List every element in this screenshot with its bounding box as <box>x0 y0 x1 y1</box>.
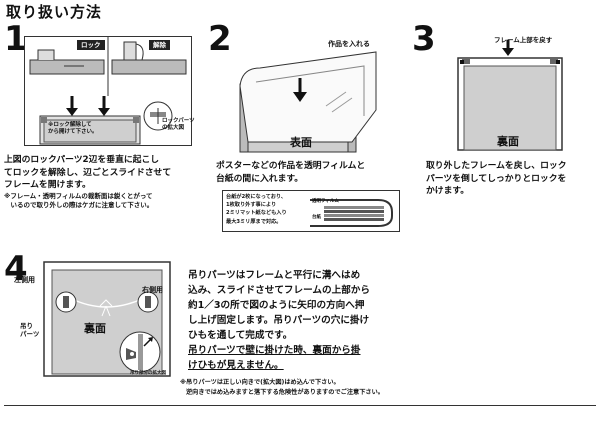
step-1-text: 上図のロックパーツ2辺を垂直に起こし てロックを解除し、辺ごとスライドさせて フ… <box>4 155 172 190</box>
step-3-label-return: フレーム上部を戻す <box>494 36 553 44</box>
bottom-divider <box>4 405 596 406</box>
step-4-text-line-6: 吊りパーツで壁に掛けた時、裏面から掛 <box>188 345 361 356</box>
step-3-illustration <box>457 40 563 151</box>
step-4-note: ※吊りパーツは正しい向きで(拡大図)はめ込んで下さい。 逆向きではめ込みますと落… <box>180 378 424 398</box>
step-3-text: 取り外したフレームを戻し、ロック パーツを倒してしっかりとロックを かけます。 <box>426 161 567 196</box>
step-4-text-line-1: 吊りパーツはフレームと平行に溝へはめ <box>188 270 361 281</box>
step-4-number: 4 <box>4 249 28 289</box>
step-4-label-right: 右側用 <box>142 286 163 294</box>
step-1-illustration <box>24 36 192 146</box>
step-4-label-hang: 吊り パーツ <box>20 322 40 338</box>
step-1-note: ※フレーム・透明フィルムの裁断面は鋭くとがって いるので取り外しの際はケガに注意… <box>4 192 154 209</box>
step-4-text-line-2: 込み、スライドさせてフレームの上部から <box>188 285 370 296</box>
step-2-illustration <box>239 51 377 153</box>
step-2-text: ポスターなどの作品を透明フィルムと 台紙の間に入れます。 <box>216 161 366 184</box>
step-4-text-line-3: 約1／3の所で図のように矢印の方向へ押 <box>188 300 365 311</box>
step-4-note-line-2: 逆向きではめ込みますと落下する危険性がありますのでご注意下さい。 <box>186 389 384 396</box>
step-4-note-line-1: ※吊りパーツは正しい向きで(拡大図)はめ込んで下さい。 <box>180 379 340 386</box>
page-title: 取り扱い方法 <box>6 3 103 21</box>
step-4-text-line-7: けひもが見えません。 <box>188 360 284 371</box>
step-2-label-front: 表面 <box>290 136 312 149</box>
step-3-label-back: 裏面 <box>497 135 519 148</box>
step-4-label-left: 左側用 <box>14 276 35 284</box>
step-4-label-back: 裏面 <box>84 322 106 335</box>
step-1-tag-release: 解除 <box>149 40 170 50</box>
step-1-number: 1 <box>4 19 28 59</box>
step-4-illustration <box>43 261 171 377</box>
step-2-callout-text: 台紙が2枚になっており、 1枚取り外す事により 2ミリマット紙なども入り 最大3… <box>226 194 287 225</box>
step-1-callout-lock-part: ロックパーツの拡大図 <box>162 118 195 131</box>
step-2-label-insert: 作品を入れる <box>328 40 370 48</box>
step-1-inset-text: ※ロック解除して から開けて下さい。 <box>48 122 98 135</box>
step-4-text: 吊りパーツはフレームと平行に溝へはめ 込み、スライドさせてフレームの上部から 約… <box>188 268 424 373</box>
step-2-callout-film: 透明フィルム <box>312 199 339 204</box>
step-1-tag-lock: ロック <box>77 40 105 50</box>
step-3-number: 3 <box>412 19 436 59</box>
step-2-callout-board: 台紙 <box>312 215 321 220</box>
step-2-callout-diagram <box>310 199 393 227</box>
step-4-text-line-5: ひもを通して完成です。 <box>188 330 293 341</box>
step-4-text-line-4: し上げ固定します。吊りパーツの穴に掛け <box>188 315 370 326</box>
step-4-label-zoom: 吊り部分の拡大図 <box>130 371 166 376</box>
step-2-number: 2 <box>208 19 232 59</box>
